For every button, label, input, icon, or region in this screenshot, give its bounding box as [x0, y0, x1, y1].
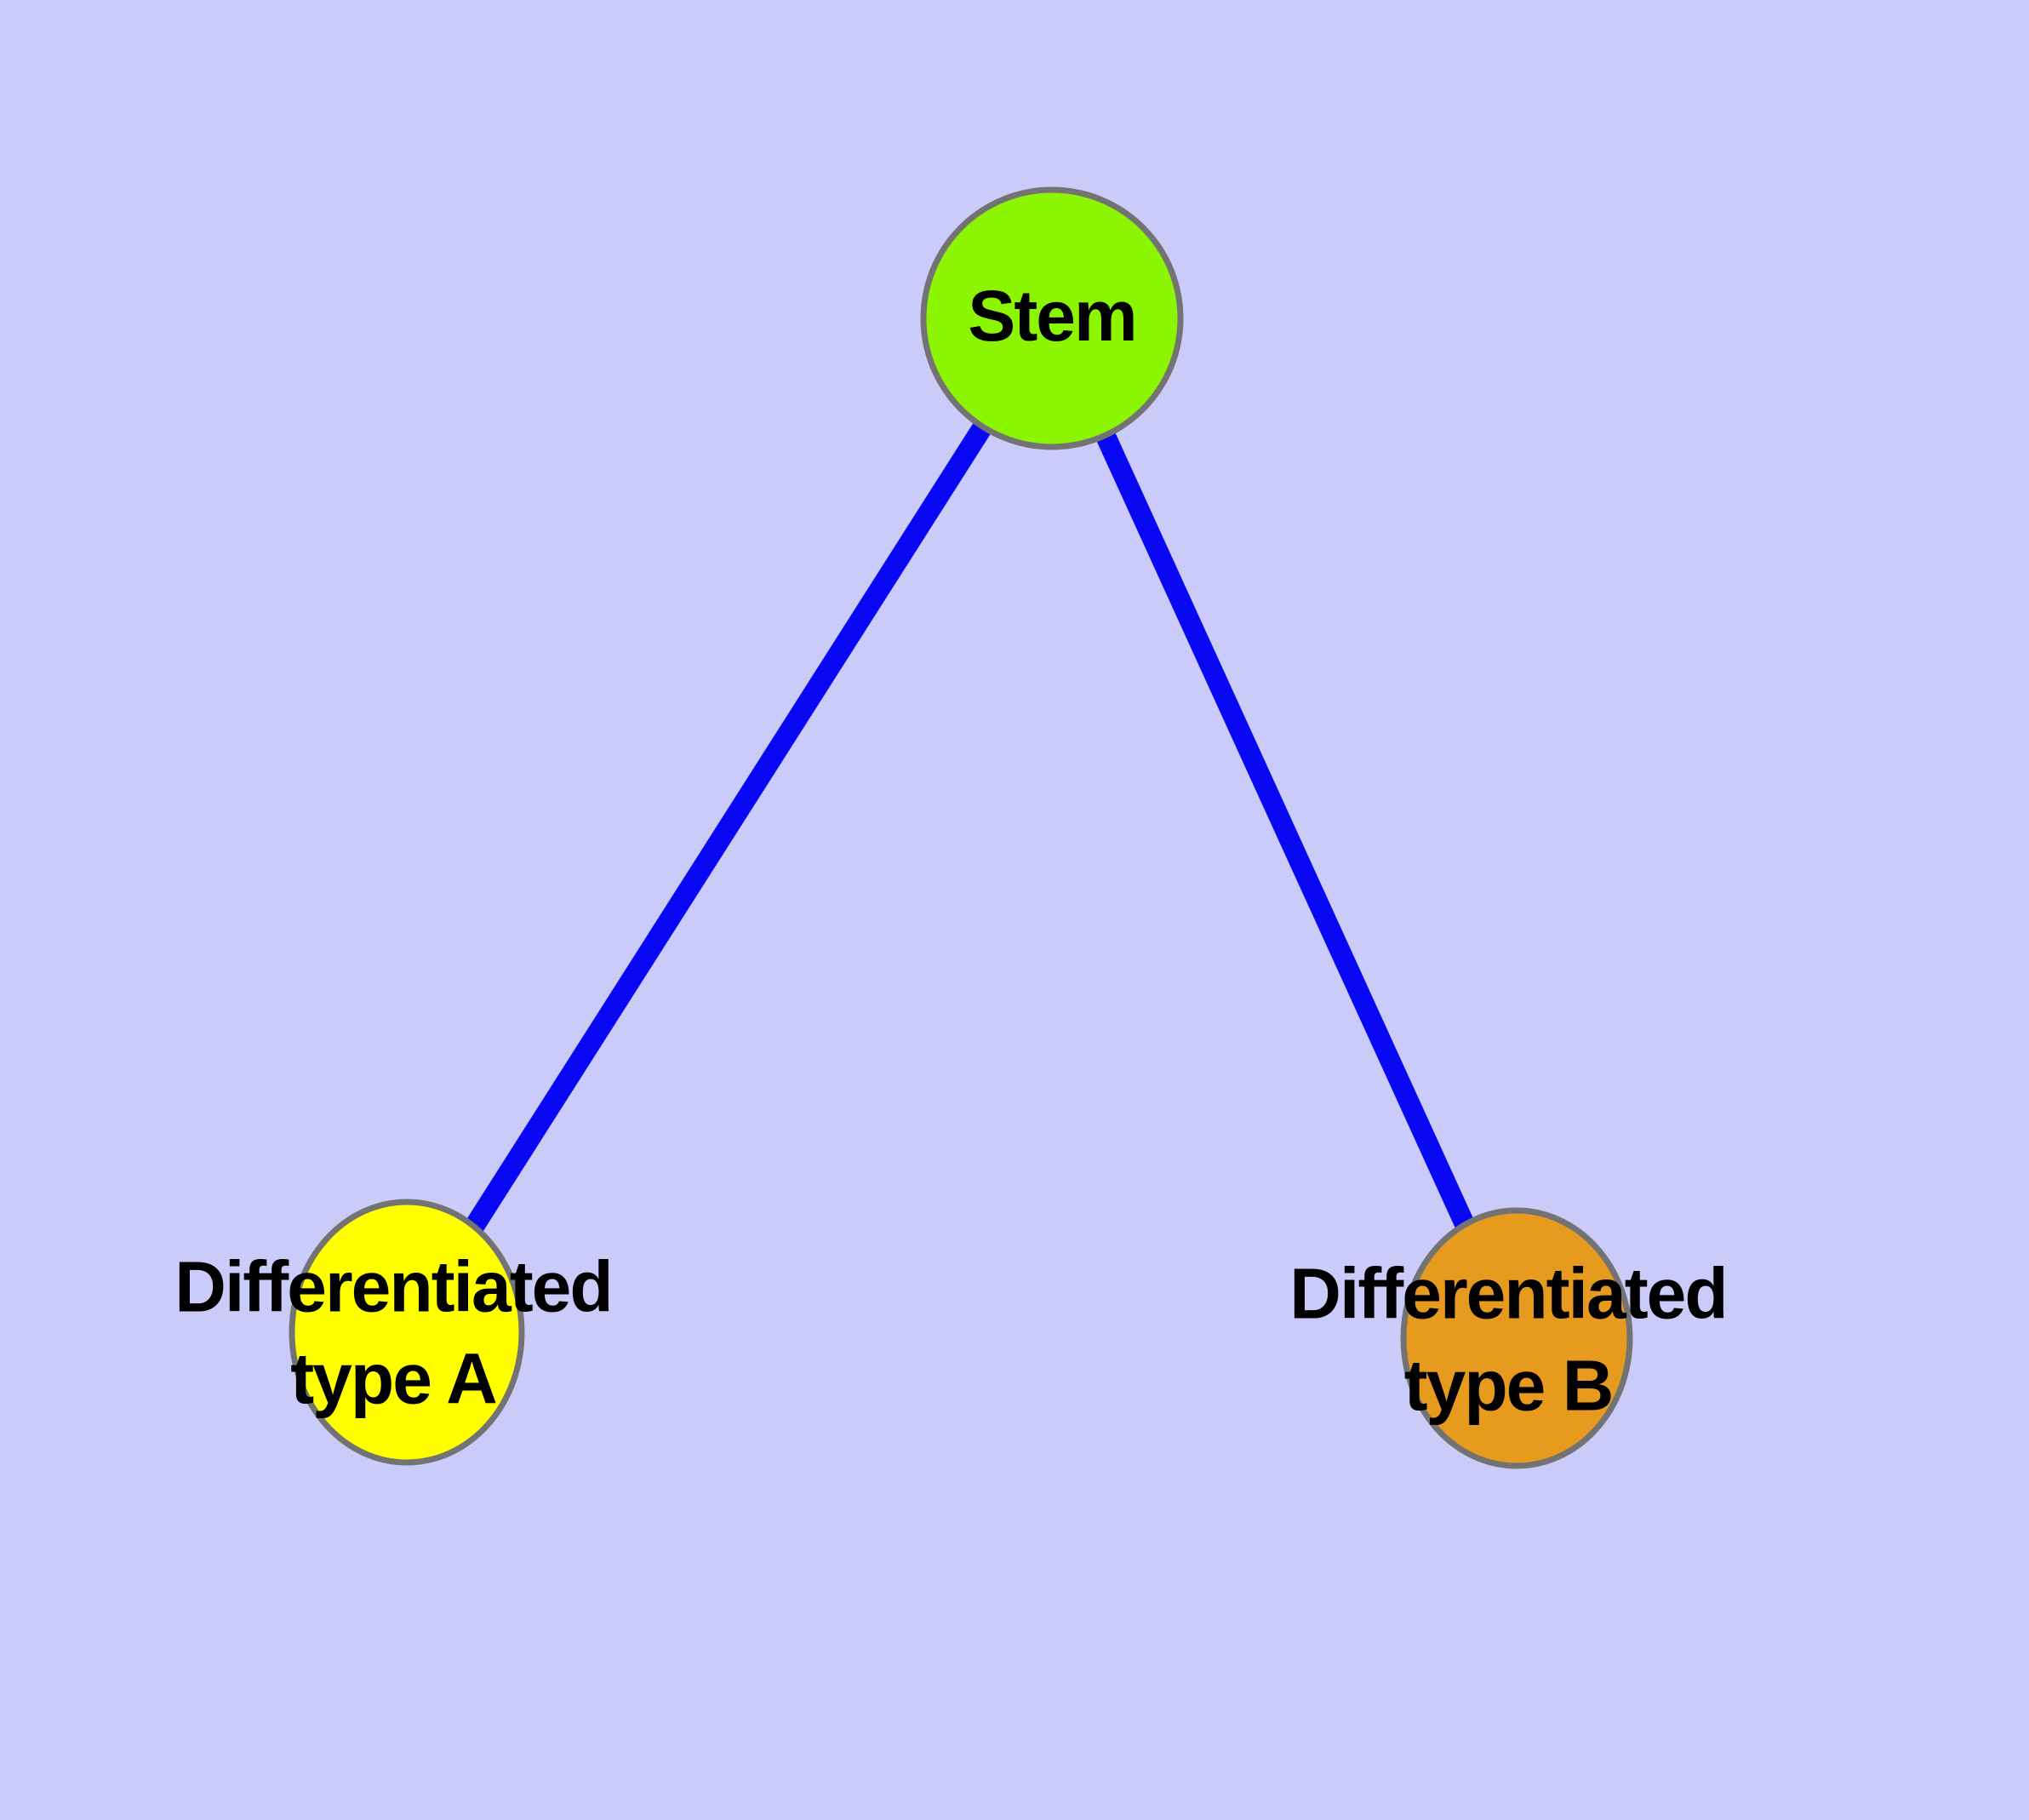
- edge-stem-to-type-b: [1043, 314, 1526, 1342]
- edge-stem-to-type-a: [397, 312, 1061, 1338]
- node-stem: [920, 186, 1184, 450]
- node-differentiated-type-b: [1400, 1207, 1633, 1469]
- node-differentiated-type-a: [289, 1199, 525, 1466]
